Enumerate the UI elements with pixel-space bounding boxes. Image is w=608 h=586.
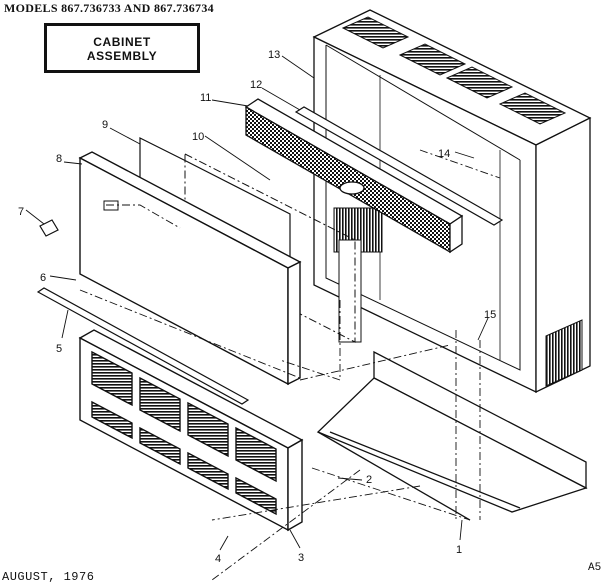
callout-11: 11 — [200, 92, 211, 104]
callout-12: 12 — [250, 79, 262, 91]
title-line-1: CABINET — [93, 35, 151, 49]
lower-grille-3 — [78, 329, 304, 532]
callout-10: 10 — [192, 131, 204, 143]
callout-13: 13 — [268, 49, 280, 61]
rod-5 — [36, 287, 250, 405]
callout-8: 8 — [56, 153, 62, 165]
trim-strip-12 — [294, 106, 504, 226]
callout-2: 2 — [366, 474, 372, 486]
top-vents — [341, 16, 567, 125]
side-vent — [545, 319, 583, 387]
top-grille — [244, 98, 464, 254]
callout-15: 15 — [484, 309, 496, 321]
callout-5: 5 — [56, 343, 62, 355]
issue-date: AUGUST, 1976 — [2, 570, 95, 584]
cabinet-assembly-title-box: CABINET ASSEMBLY — [44, 23, 200, 73]
callout-7: 7 — [18, 206, 24, 218]
page-code: A5 — [588, 562, 602, 574]
models-header: MODELS 867.736733 AND 867.736734 — [4, 1, 214, 15]
clip-7 — [39, 219, 59, 237]
front-panel-8 — [78, 151, 302, 386]
callout-6: 6 — [40, 272, 46, 284]
callout-4: 4 — [215, 553, 221, 565]
title-line-2: ASSEMBLY — [86, 49, 158, 63]
callout-9: 9 — [102, 119, 108, 131]
assembly-lines — [79, 149, 501, 581]
callout-14: 14 — [438, 148, 450, 160]
callout-1: 1 — [456, 544, 462, 556]
callout-3: 3 — [298, 552, 304, 564]
